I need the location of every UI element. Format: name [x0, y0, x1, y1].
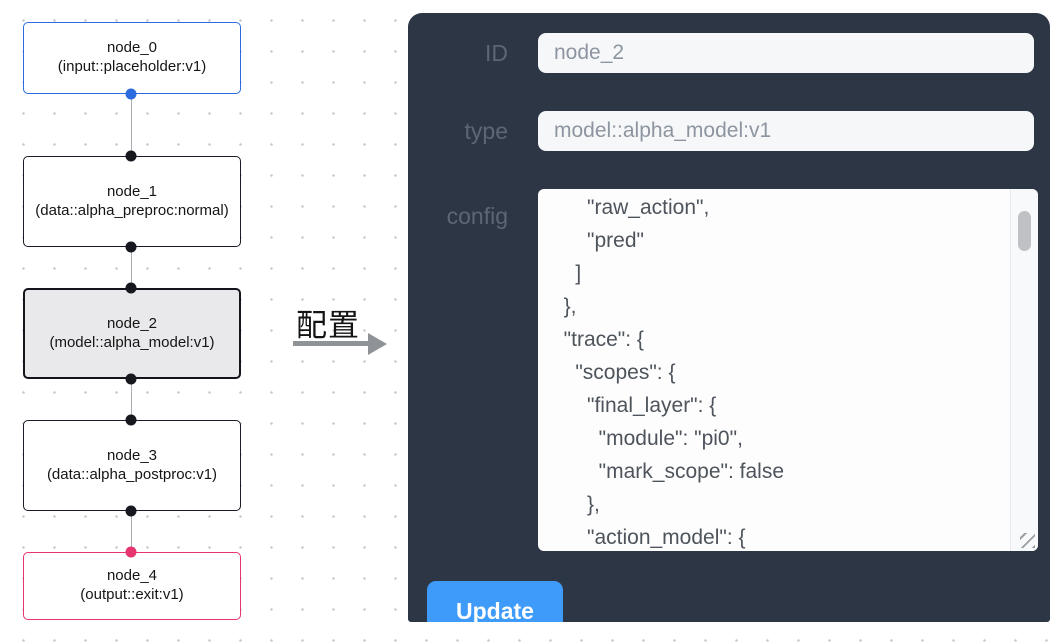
- handle-node4-target[interactable]: [125, 546, 137, 558]
- type-field-label: type: [464, 117, 508, 144]
- config-scrollbar-thumb[interactable]: [1018, 211, 1031, 251]
- handle-node3-target[interactable]: [125, 414, 137, 426]
- node-config-panel: ID type config "raw_action", "pred" ] },…: [408, 13, 1050, 622]
- right-arrow-icon: [293, 341, 369, 346]
- node-id-label: node_0: [106, 39, 158, 57]
- edge-node2-node3: [130, 379, 133, 420]
- type-field-row: type: [428, 111, 1050, 151]
- textarea-resize-handle-icon[interactable]: [1020, 533, 1035, 548]
- node-type-label: (output::exit:v1): [80, 586, 184, 603]
- node-id-label: node_1: [106, 182, 158, 200]
- id-field-label: ID: [485, 39, 508, 66]
- handle-node1-source[interactable]: [125, 241, 137, 253]
- node-type-label: (input::placeholder:v1): [57, 58, 207, 75]
- configure-label: 配置: [296, 308, 360, 343]
- node-type-label: (model::alpha_model:v1): [49, 333, 215, 351]
- flow-node-node_1[interactable]: node_1 (data::alpha_preproc:normal): [23, 156, 241, 247]
- handle-node2-source[interactable]: [125, 373, 137, 385]
- handle-node1-target[interactable]: [125, 150, 137, 162]
- edge-node0-node1: [130, 94, 133, 156]
- update-button[interactable]: Update: [427, 581, 563, 622]
- config-scrollbar-track[interactable]: [1010, 189, 1038, 551]
- node-id-label: node_4: [106, 567, 158, 585]
- config-field-row: config "raw_action", "pred" ] }, "trace"…: [428, 189, 1050, 551]
- handle-node0-source[interactable]: [125, 88, 137, 100]
- id-field-row: ID: [428, 33, 1050, 73]
- edge-node3-node4: [130, 511, 133, 552]
- config-field-label: config: [446, 203, 508, 229]
- right-arrow-head-icon: [368, 332, 387, 355]
- flow-node-node_2-selected[interactable]: node_2 (model::alpha_model:v1): [23, 288, 241, 379]
- node-type-label: (data::alpha_postproc:v1): [46, 465, 218, 483]
- flow-node-node_4[interactable]: node_4 (output::exit:v1): [23, 552, 241, 620]
- handle-node2-target[interactable]: [125, 282, 137, 294]
- id-input[interactable]: [538, 33, 1034, 73]
- flow-node-node_3[interactable]: node_3 (data::alpha_postproc:v1): [23, 420, 241, 511]
- config-editor[interactable]: "raw_action", "pred" ] }, "trace": { "sc…: [538, 189, 1038, 551]
- handle-node3-source[interactable]: [125, 505, 137, 517]
- node-id-label: node_3: [106, 446, 158, 464]
- config-json-text[interactable]: "raw_action", "pred" ] }, "trace": { "sc…: [563, 196, 784, 549]
- edge-node1-node2: [130, 247, 133, 288]
- type-input[interactable]: [538, 111, 1034, 151]
- node-type-label: (data::alpha_preproc:normal): [35, 201, 229, 219]
- flow-node-node_0[interactable]: node_0 (input::placeholder:v1): [23, 22, 241, 94]
- node-id-label: node_2: [106, 314, 158, 332]
